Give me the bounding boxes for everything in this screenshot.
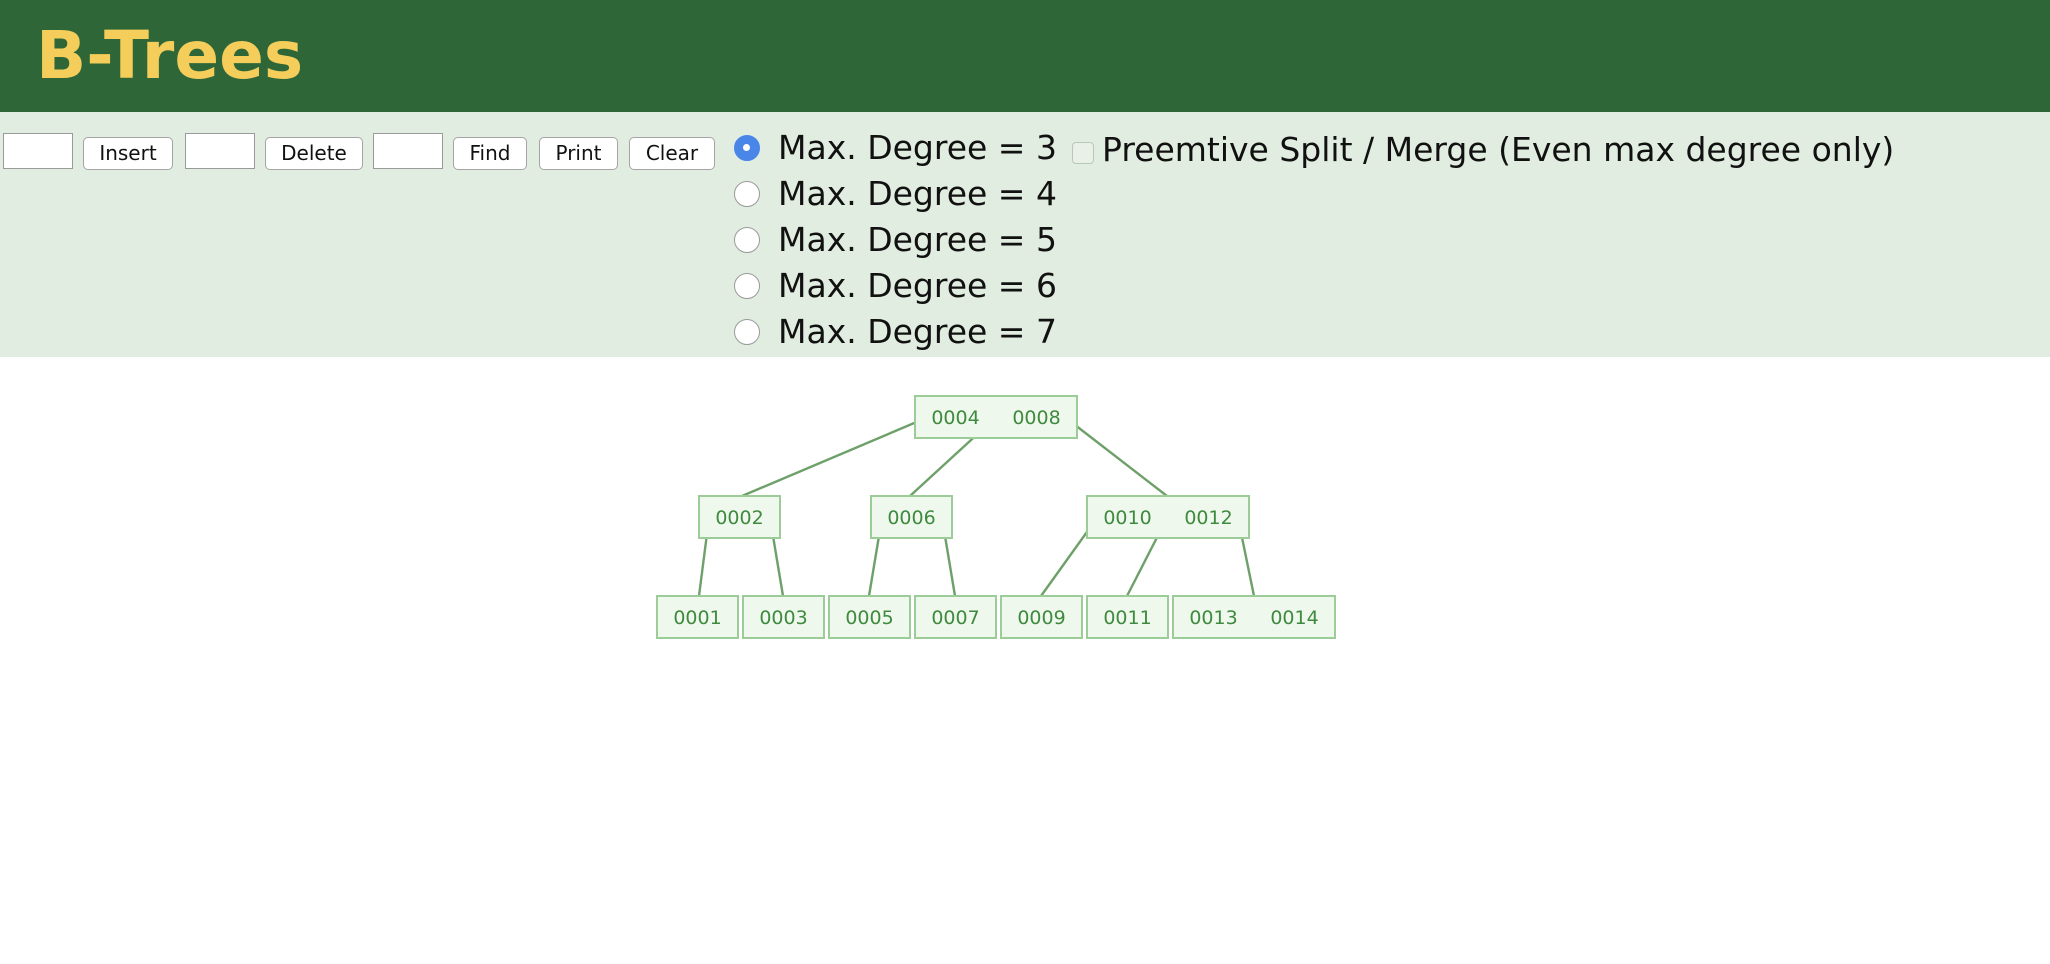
tree-node bbox=[1000, 595, 1083, 639]
tree-node-key: 0007 bbox=[931, 607, 979, 629]
max-degree-radio[interactable] bbox=[734, 135, 760, 161]
tree-node-key: 0005 bbox=[845, 607, 893, 629]
tree-node-key: 0003 bbox=[759, 607, 807, 629]
insert-button[interactable]: Insert bbox=[83, 137, 173, 170]
tree-node-key: 0013 bbox=[1189, 607, 1237, 629]
tree-node-key: 0012 bbox=[1184, 507, 1232, 529]
tree-node-key: 0004 bbox=[931, 407, 979, 429]
max-degree-radio[interactable] bbox=[734, 273, 760, 299]
find-button[interactable]: Find bbox=[453, 137, 527, 170]
control-panel: Insert Delete Find Print Clear Max. Degr… bbox=[0, 112, 2050, 357]
tree-node bbox=[914, 395, 1078, 439]
tree-node bbox=[1086, 595, 1169, 639]
find-input[interactable] bbox=[373, 133, 443, 169]
max-degree-label: Max. Degree = 3 bbox=[778, 128, 1057, 167]
tree-node bbox=[656, 595, 739, 639]
max-degree-label: Max. Degree = 5 bbox=[778, 220, 1057, 259]
tree-edge bbox=[741, 416, 927, 498]
max-degree-label: Max. Degree = 6 bbox=[778, 266, 1057, 305]
preemptive-split-checkbox[interactable] bbox=[1072, 142, 1094, 164]
tree-node-key: 0011 bbox=[1103, 607, 1151, 629]
tree-node-key: 0009 bbox=[1017, 607, 1065, 629]
max-degree-radio[interactable] bbox=[734, 227, 760, 253]
delete-input[interactable] bbox=[185, 133, 255, 169]
max-degree-label: Max. Degree = 4 bbox=[778, 174, 1057, 213]
clear-button[interactable]: Clear bbox=[629, 137, 715, 170]
insert-input[interactable] bbox=[3, 133, 73, 169]
tree-node-key: 0014 bbox=[1270, 607, 1318, 629]
tree-node bbox=[698, 495, 781, 539]
tree-node bbox=[1172, 595, 1336, 639]
delete-button[interactable]: Delete bbox=[265, 137, 363, 170]
page-title: B-Trees bbox=[36, 17, 304, 94]
tree-node-key: 0008 bbox=[1012, 407, 1060, 429]
tree-edge bbox=[1065, 417, 1168, 497]
tree-node-key: 0006 bbox=[887, 507, 935, 529]
max-degree-radio[interactable] bbox=[734, 181, 760, 207]
tree-node bbox=[828, 595, 911, 639]
tree-node bbox=[870, 495, 953, 539]
tree-node bbox=[914, 595, 997, 639]
max-degree-label: Max. Degree = 7 bbox=[778, 312, 1057, 351]
tree-node-key: 0001 bbox=[673, 607, 721, 629]
print-button[interactable]: Print bbox=[539, 137, 618, 170]
tree-node bbox=[742, 595, 825, 639]
tree-node bbox=[1086, 495, 1250, 539]
header-bar: B-Trees bbox=[0, 0, 2050, 112]
tree-node-key: 0002 bbox=[715, 507, 763, 529]
max-degree-radio[interactable] bbox=[734, 319, 760, 345]
tree-node-key: 0010 bbox=[1103, 507, 1151, 529]
preemptive-split-label: Preemtive Split / Merge (Even max degree… bbox=[1102, 130, 1895, 169]
